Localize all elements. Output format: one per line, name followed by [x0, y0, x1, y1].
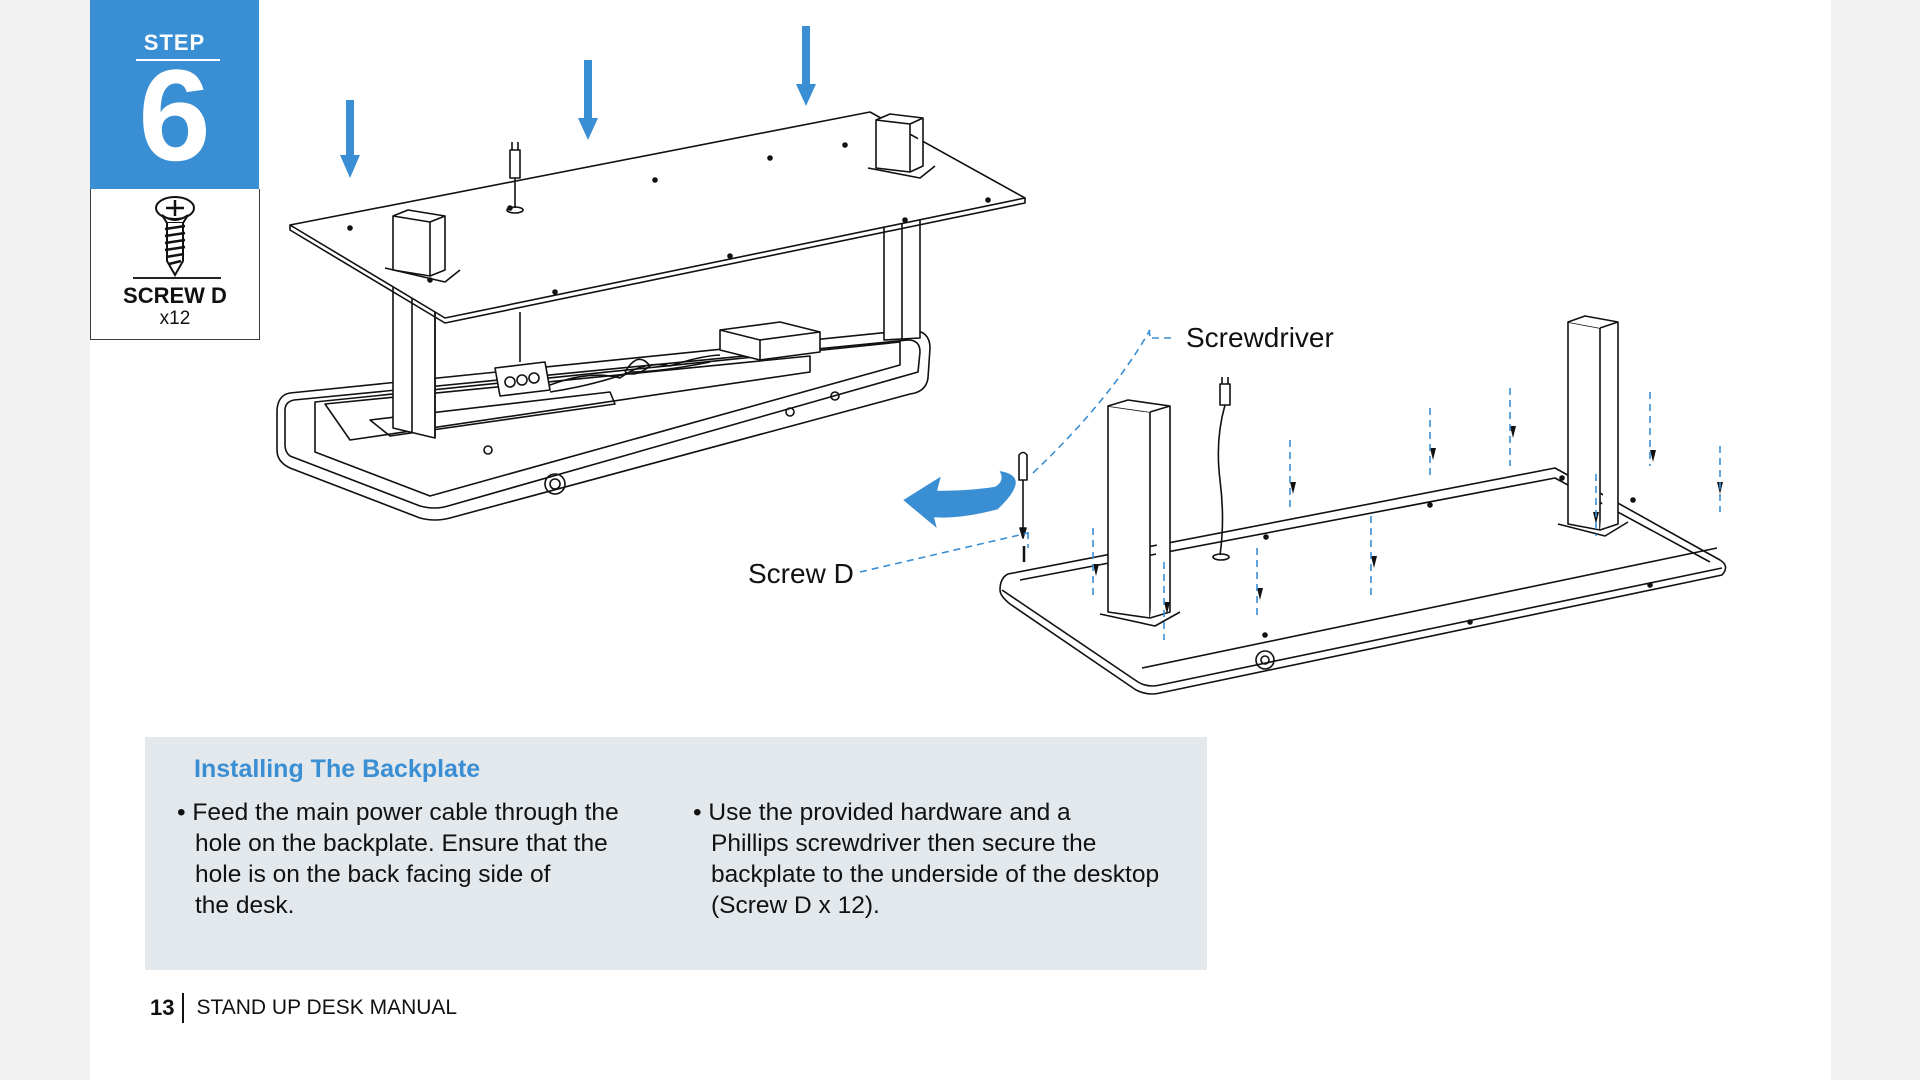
page-footer: 13 STAND UP DESK MANUAL	[150, 990, 457, 1026]
rotate-arrow-icon	[900, 469, 1018, 533]
screw-icon	[155, 196, 195, 277]
screw-callout: Screw D	[748, 558, 854, 589]
step-badge: STEP 6	[90, 0, 259, 189]
step-label: STEP	[143, 30, 206, 55]
screwdriver-callout: Screwdriver	[1186, 322, 1334, 353]
desk-frame-left	[276, 210, 931, 521]
step-divider	[136, 59, 220, 61]
instruction-panel: Installing The Backplate • Feed the main…	[145, 737, 1207, 970]
instruction-bullet: • Use the provided hardware and a Philli…	[693, 797, 1159, 921]
bullet-line: hole on the backplate. Ensure that the	[195, 830, 608, 857]
hardware-name: SCREW D	[123, 283, 227, 308]
assembly-illustration	[276, 26, 1727, 695]
footer-divider	[182, 993, 185, 1023]
manual-page: STEP 6 SCREW D x12	[90, 0, 1831, 1080]
down-arrows	[340, 26, 816, 178]
hardware-divider	[133, 277, 221, 279]
bullet-line: Phillips screwdriver then secure the	[711, 830, 1097, 857]
step-number: 6	[138, 42, 211, 188]
bullet-line: the desk.	[195, 892, 295, 919]
hardware-quantity: x12	[159, 308, 191, 329]
bullet-line: hole is on the back facing side of	[195, 861, 551, 888]
instruction-bullet: • Feed the main power cable through the …	[177, 797, 619, 921]
bullet-line: backplate to the underside of the deskto…	[711, 861, 1160, 888]
page-number: 13	[150, 995, 175, 1020]
screw-guides	[859, 329, 1721, 640]
desk-right	[999, 315, 1727, 695]
bullet-line: • Use the provided hardware and a	[693, 799, 1071, 826]
hardware-box: SCREW D x12	[90, 189, 260, 340]
manual-title: STAND UP DESK MANUAL	[196, 996, 458, 1019]
bullet-line: • Feed the main power cable through the	[177, 799, 619, 826]
backplate-left	[289, 111, 1026, 324]
bullet-line: (Screw D x 12).	[711, 892, 880, 919]
instruction-title: Installing The Backplate	[194, 755, 481, 783]
